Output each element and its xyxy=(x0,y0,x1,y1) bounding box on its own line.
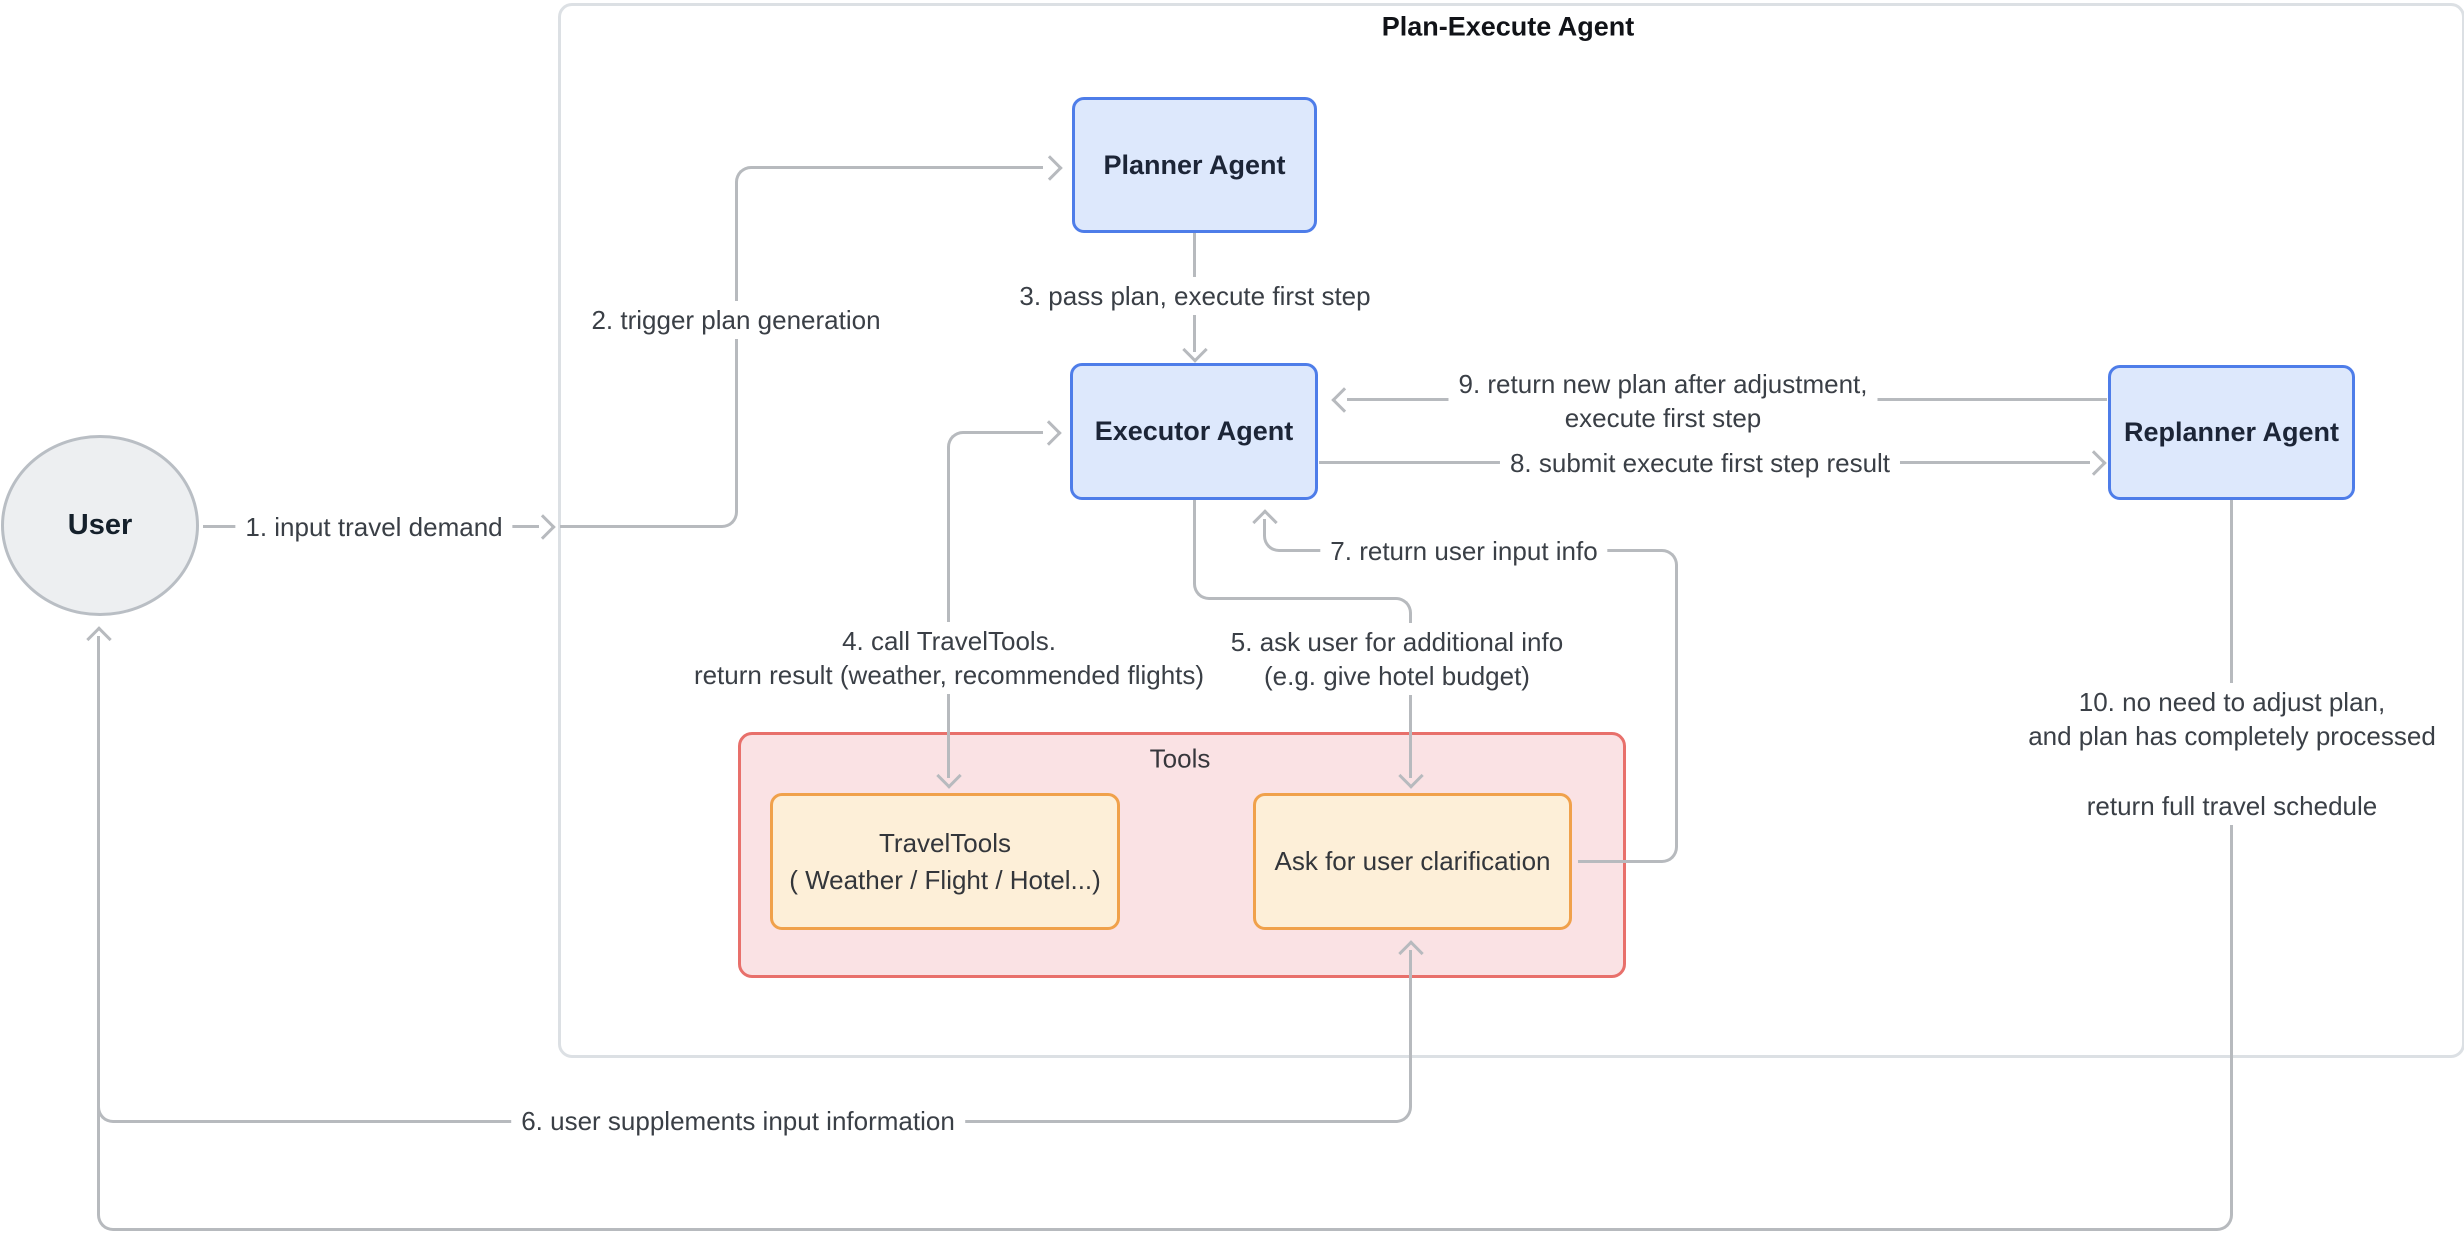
edge-8-label: 8. submit execute first step result xyxy=(1499,444,1901,482)
container-title: Plan-Execute Agent xyxy=(1381,11,1635,42)
edge-10-line-a xyxy=(2230,500,2233,1213)
edge-3-label: 3. pass plan, execute first step xyxy=(1009,277,1381,315)
edge-4-label: 4. call TravelTools. return result (weat… xyxy=(683,622,1215,694)
tools-container-title: Tools xyxy=(1149,743,1211,774)
planner-agent-node: Planner Agent xyxy=(1072,97,1317,233)
edge-2-corner-b xyxy=(735,166,753,184)
edge-7-label: 7. return user input info xyxy=(1320,532,1608,570)
ask-user-clarification-node: Ask for user clarification xyxy=(1253,793,1572,930)
ask-user-clarification-label: Ask for user clarification xyxy=(1274,846,1551,876)
traveltools-node: TravelTools ( Weather / Flight / Hotel..… xyxy=(770,793,1120,930)
edge-4-label-line1: 4. call TravelTools. xyxy=(842,626,1056,656)
user-node: User xyxy=(1,435,199,616)
edge-10-label-line1: 10. no need to adjust plan, xyxy=(2078,687,2386,717)
edge-5-corner-a xyxy=(1193,582,1211,600)
edge-4-label-line2: return result (weather, recommended flig… xyxy=(693,660,1205,690)
edge-10-arrowhead-icon xyxy=(86,626,112,652)
edge-1-label: 1. input travel demand xyxy=(235,508,513,546)
executor-agent-label: Executor Agent xyxy=(1094,416,1294,446)
traveltools-label-line1: TravelTools xyxy=(879,827,1011,858)
edge-10-label: 10. no need to adjust plan, and plan has… xyxy=(2018,683,2446,825)
edge-2-line-b xyxy=(735,183,738,510)
edge-4-line-b xyxy=(947,449,950,778)
edge-6-corner-b xyxy=(1394,1105,1412,1123)
edge-4-corner xyxy=(947,431,965,449)
edge-4-line-a xyxy=(965,431,1043,434)
edge-5-corner-b xyxy=(1394,597,1412,615)
edge-10-line-c xyxy=(97,636,100,1213)
edge-9-label-line1: 9. return new plan after adjustment, xyxy=(1458,369,1868,399)
edge-5-label-line2: (e.g. give hotel budget) xyxy=(1264,661,1530,691)
edge-5-label: 5. ask user for additional info (e.g. gi… xyxy=(1220,623,1574,695)
replanner-agent-label: Replanner Agent xyxy=(2123,417,2340,447)
edge-5-line-c xyxy=(1409,615,1412,778)
edge-1-arrowhead-icon xyxy=(530,514,556,540)
edge-5-line-a xyxy=(1193,500,1196,583)
edge-7-line-d xyxy=(1263,519,1266,534)
edge-9-label: 9. return new plan after adjustment, exe… xyxy=(1448,365,1878,437)
edge-2-line-c xyxy=(753,166,1043,169)
user-node-label: User xyxy=(67,509,133,541)
replanner-agent-node: Replanner Agent xyxy=(2108,365,2355,500)
edge-9-label-line2: execute first step xyxy=(1564,403,1762,433)
edge-2-label: 2. trigger plan generation xyxy=(581,301,891,339)
edge-2-line-a xyxy=(560,525,721,528)
edge-7-corner-c xyxy=(1263,534,1281,552)
edge-10-label-line3: return full travel schedule xyxy=(2086,791,2378,821)
planner-agent-label: Planner Agent xyxy=(1103,149,1286,180)
edge-6-line-b xyxy=(1409,950,1412,1105)
edge-5-line-b xyxy=(1211,597,1394,600)
edge-10-corner-a xyxy=(2215,1213,2233,1231)
edge-6-label: 6. user supplements input information xyxy=(511,1102,965,1140)
edge-7-line-b xyxy=(1675,567,1678,845)
edge-5-label-line1: 5. ask user for additional info xyxy=(1230,627,1564,657)
edge-10-corner-b xyxy=(97,1213,115,1231)
edge-10-line-b xyxy=(115,1228,2215,1231)
executor-agent-node: Executor Agent xyxy=(1070,363,1318,500)
edge-10-label-line2: and plan has completely processed xyxy=(2028,721,2436,751)
edge-7-line-a xyxy=(1578,860,1660,863)
traveltools-label-line2: ( Weather / Flight / Hotel...) xyxy=(789,864,1101,895)
edge-7-corner-b xyxy=(1660,549,1678,567)
